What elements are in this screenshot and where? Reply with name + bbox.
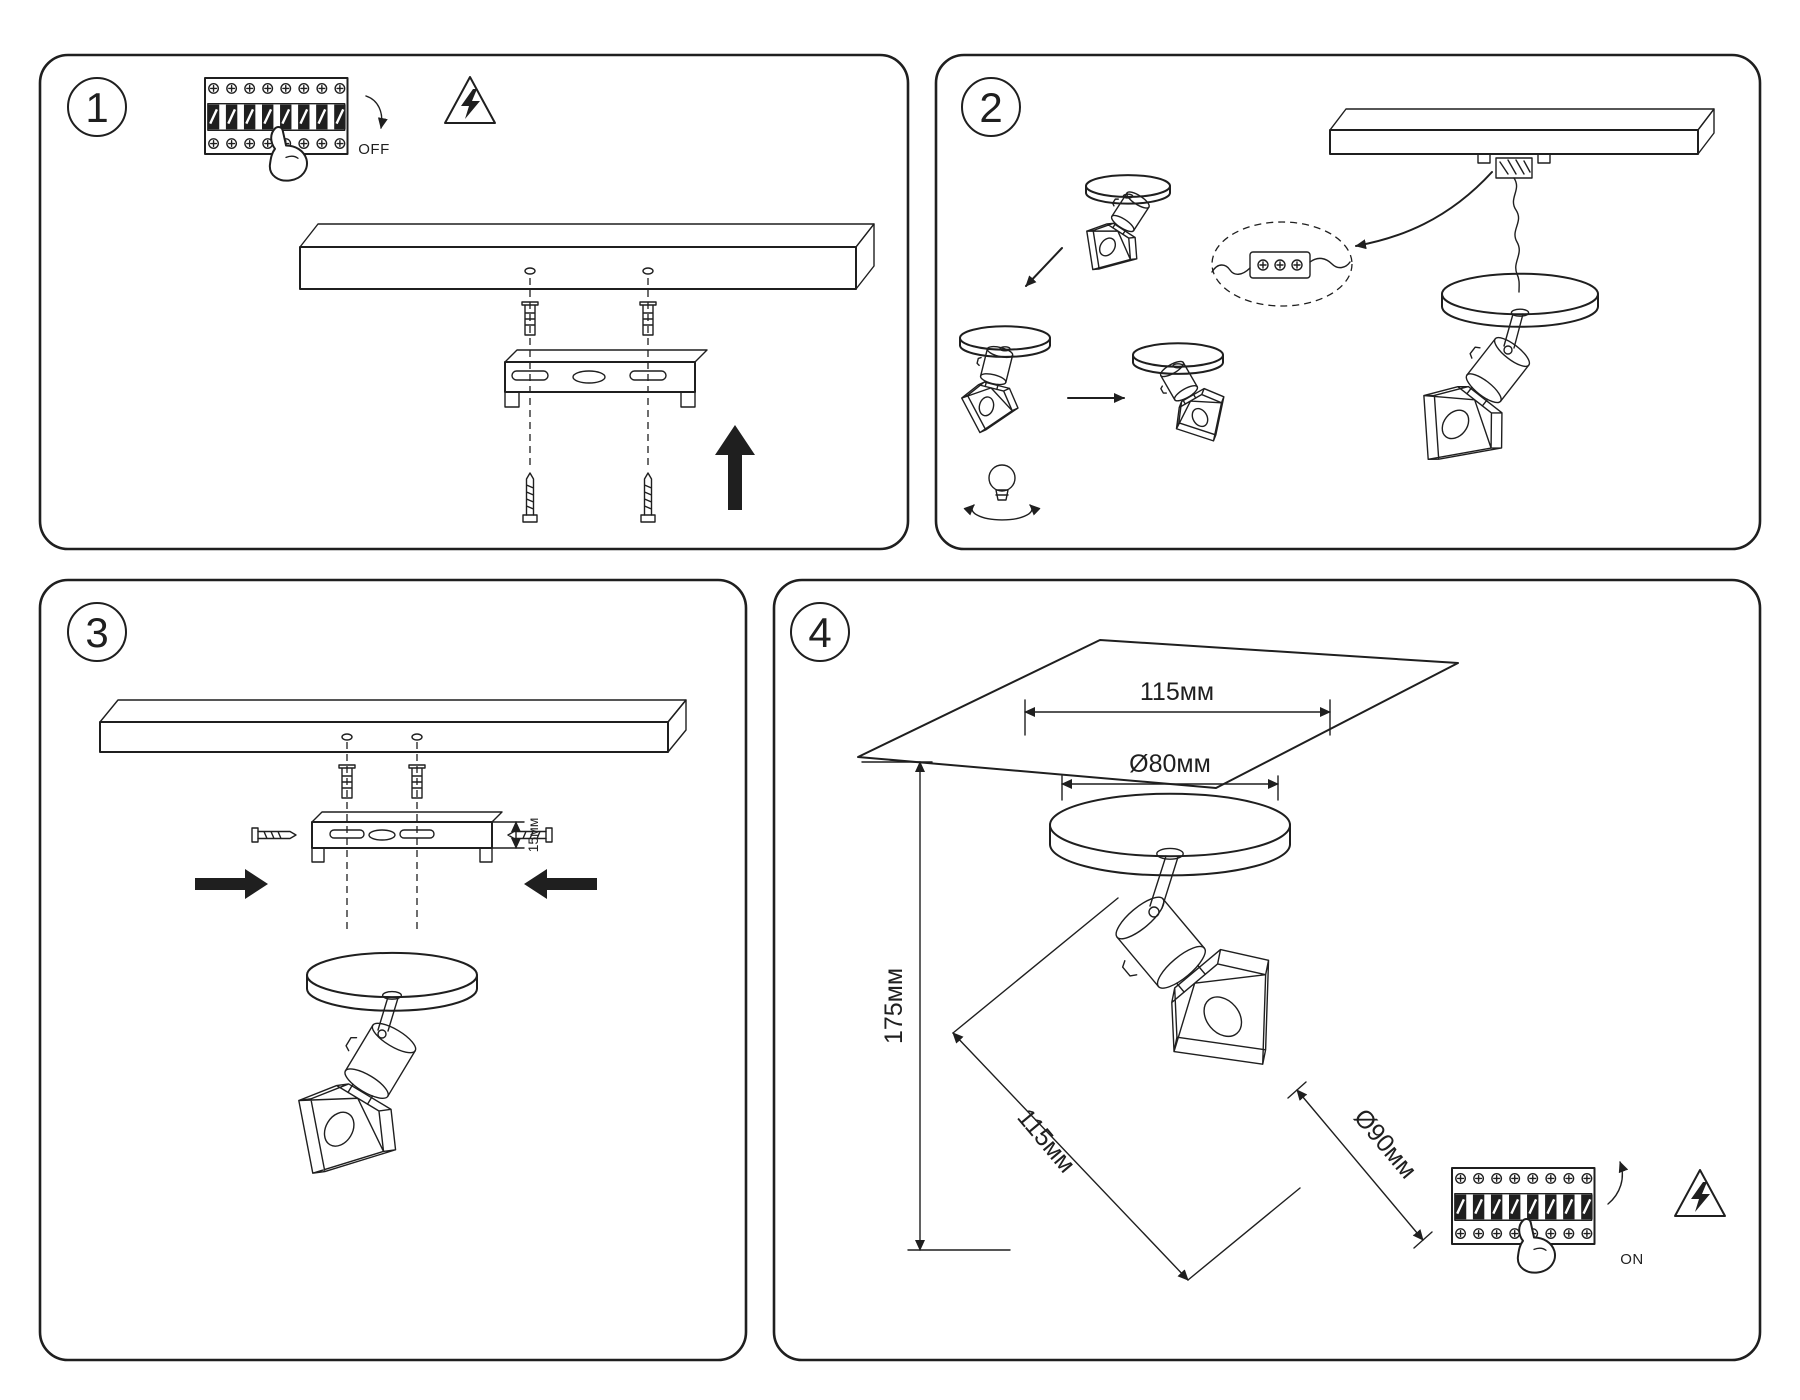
step-number: 4 (808, 609, 831, 656)
ceiling-plank (100, 700, 686, 752)
alignment-guides (530, 278, 648, 470)
step-number-badge: 4 (791, 603, 849, 661)
rotate-arrow (963, 505, 1041, 520)
ceiling-plank (300, 224, 874, 289)
mounting-hole (643, 268, 653, 274)
ceiling-width-label: 115мм (1140, 678, 1214, 706)
mounting-bracket (312, 812, 502, 862)
power-wire (1513, 178, 1519, 292)
bracket-height-label: 15мм (525, 818, 541, 853)
ceiling-width-dimension: 115мм (1024, 678, 1331, 735)
panel-step-3: 3 15мм (40, 580, 746, 1360)
canopy-diameter-label: Ø80мм (1129, 750, 1211, 778)
step-number-badge: 3 (68, 603, 126, 661)
step-number: 3 (85, 609, 108, 656)
step-number-badge: 2 (962, 78, 1020, 136)
on-label: ON (1620, 1251, 1644, 1268)
wiring-detail-arrow (1356, 172, 1492, 250)
step-number-badge: 1 (68, 78, 126, 136)
spot-lamp-assembled (1048, 792, 1317, 1103)
circuit-breaker-off: OFF (205, 78, 390, 182)
mounting-hole (525, 268, 535, 274)
step-number: 2 (979, 84, 1002, 131)
spot-lamp-assembled (270, 952, 478, 1204)
step-flow-arrow (1026, 248, 1062, 286)
lift-up-arrow (715, 425, 755, 510)
push-in-arrow-left (195, 869, 268, 899)
panel-border (936, 55, 1760, 549)
panel-step-1: 1 OFF (40, 55, 908, 549)
ceiling-plank (1330, 109, 1714, 154)
wires (1212, 258, 1350, 274)
mounting-hole (342, 734, 352, 740)
canopy-diameter-dimension: Ø80мм (1061, 750, 1279, 800)
panel-step-2: 2 (936, 55, 1760, 549)
wire-connection-detail (1212, 222, 1352, 306)
ceiling-plane (858, 640, 1458, 788)
panel-step-4: 4 115мм Ø80мм 175мм 115мм (774, 580, 1760, 1360)
push-in-arrow-right (524, 869, 597, 899)
total-height-label: 175мм (880, 968, 908, 1044)
panel-border (40, 580, 746, 1360)
panel-border (40, 55, 908, 549)
light-bulb-icon (989, 465, 1015, 491)
switch-on-arrow (1608, 1161, 1629, 1204)
spot-lamp-assembled (1395, 272, 1599, 491)
alignment-guides (347, 742, 417, 930)
bulb-install-detail (963, 465, 1041, 520)
step-number: 1 (85, 84, 108, 131)
off-label: OFF (358, 141, 390, 158)
switch-off-arrow (366, 96, 388, 129)
terminal-block (1250, 252, 1310, 278)
bracket-height-dimension: 15мм (492, 818, 541, 853)
junction-box (1478, 154, 1550, 292)
mounting-bracket (505, 350, 707, 407)
circuit-breaker-on: ON (1452, 1161, 1644, 1274)
mounting-hole (412, 734, 422, 740)
